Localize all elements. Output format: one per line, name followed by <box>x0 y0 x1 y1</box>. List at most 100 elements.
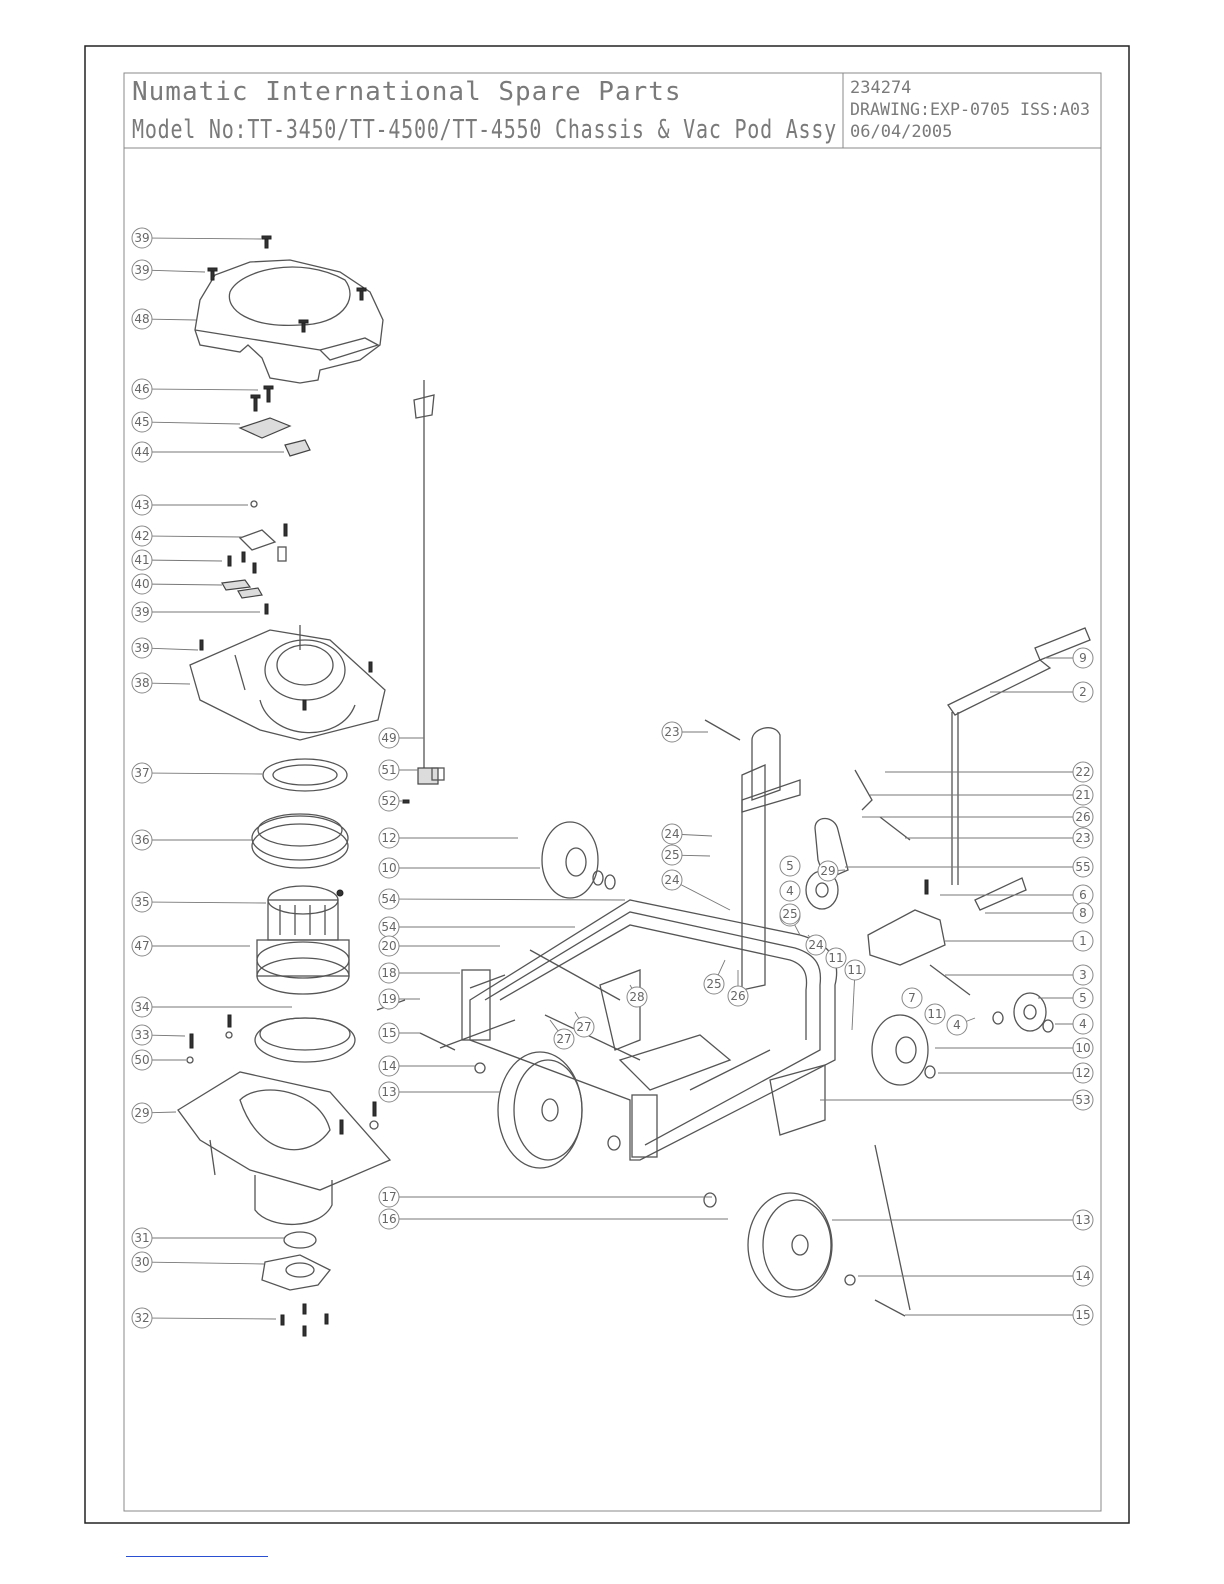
callout-circle <box>131 573 153 595</box>
callout-circle <box>1072 647 1094 669</box>
callout-18: 18 <box>378 962 460 984</box>
callout-circle <box>131 549 153 571</box>
callout-15: 15 <box>905 1304 1094 1326</box>
callout-28: 28 <box>626 984 648 1008</box>
callout-30: 30 <box>131 1251 265 1273</box>
callout-number: 50 <box>134 1053 149 1067</box>
callout-54: 54 <box>378 888 626 910</box>
leader-line <box>151 772 263 775</box>
callout-39: 39 <box>131 601 260 623</box>
callout-number: 27 <box>576 1020 591 1034</box>
callout-number: 19 <box>381 992 396 1006</box>
callout-number: 1 <box>1079 934 1087 948</box>
leader-line <box>151 1111 177 1114</box>
chassis-frame <box>461 727 838 1161</box>
leader-line <box>151 901 267 904</box>
callout-number: 40 <box>134 577 149 591</box>
terminal-blocks <box>238 417 311 457</box>
leader-line <box>574 1011 580 1019</box>
leader-line <box>151 535 243 538</box>
callout-26: 26 <box>727 970 749 1007</box>
callout-circle <box>378 857 400 879</box>
callout-26: 26 <box>862 806 1094 828</box>
callout-number: 46 <box>134 382 149 396</box>
callout-circle <box>1072 1089 1094 1111</box>
callout-circle <box>378 935 400 957</box>
callout-48: 48 <box>131 308 197 330</box>
callout-circle <box>131 1102 153 1124</box>
callout-circle <box>131 891 153 913</box>
callout-circle <box>378 827 400 849</box>
callout-54: 54 <box>378 916 575 938</box>
callout-circle <box>131 227 153 249</box>
leader-line <box>549 1019 559 1032</box>
callout-3: 3 <box>945 964 1094 986</box>
small-wheel-left <box>541 821 599 899</box>
callout-number: 6 <box>1079 888 1087 902</box>
callout-27: 27 <box>573 1011 595 1038</box>
callout-number: 25 <box>782 907 797 921</box>
leader-line <box>629 984 633 989</box>
callout-24: 24 <box>661 823 713 845</box>
callout-number: 39 <box>134 231 149 245</box>
callout-number: 5 <box>786 859 794 873</box>
callout-circle <box>131 829 153 851</box>
callout-40: 40 <box>131 573 223 595</box>
callout-46: 46 <box>131 378 259 400</box>
callout-circle <box>844 959 866 981</box>
callout-circle <box>131 525 153 547</box>
callout-circle <box>131 1251 153 1273</box>
callout-35: 35 <box>131 891 267 913</box>
callout-circle <box>553 1028 575 1050</box>
model-title: Model No:TT-3450/TT-4500/TT-4550 Chassis… <box>132 115 837 145</box>
callout-39: 39 <box>131 259 206 281</box>
callout-circle <box>131 672 153 694</box>
callout-51: 51 <box>378 759 418 781</box>
callout-circle <box>1072 1209 1094 1231</box>
footer-link-underline[interactable] <box>126 1556 268 1557</box>
leader-line <box>398 898 626 901</box>
callout-number: 26 <box>1075 810 1090 824</box>
callout-53: 53 <box>820 1089 1094 1111</box>
axles-and-handle <box>376 627 1091 1317</box>
wheels <box>474 821 1054 1298</box>
callout-circle <box>1072 964 1094 986</box>
callout-circle <box>131 1307 153 1329</box>
callout-number: 36 <box>134 833 149 847</box>
callout-19: 19 <box>378 988 420 1010</box>
callout-23: 23 <box>661 721 708 743</box>
callout-circle <box>131 378 153 400</box>
top-cover-part <box>194 259 384 384</box>
base-tray-part <box>177 1071 392 1226</box>
callout-circle <box>805 934 827 956</box>
callout-32: 32 <box>131 1307 277 1329</box>
callout-circle <box>1072 1062 1094 1084</box>
callout-number: 23 <box>664 725 679 739</box>
callout-circle <box>1072 806 1094 828</box>
callout-number: 29 <box>134 1106 149 1120</box>
callout-27: 27 <box>549 1019 575 1050</box>
callout-number: 39 <box>134 641 149 655</box>
callout-circle <box>661 721 683 743</box>
callout-number: 3 <box>1079 968 1087 982</box>
large-wheel-left <box>497 1051 583 1169</box>
callout-circle <box>378 888 400 910</box>
callout-number: 12 <box>381 831 396 845</box>
callout-22: 22 <box>885 761 1094 783</box>
callout-38: 38 <box>131 672 191 694</box>
leader-line <box>151 1261 265 1265</box>
leader-line <box>151 1034 186 1037</box>
leader-line <box>794 924 801 936</box>
callout-circle <box>779 880 801 902</box>
callout-number: 23 <box>1075 831 1090 845</box>
leader-line <box>151 237 263 240</box>
inner-border <box>123 72 1102 1512</box>
large-wheel-right <box>747 1192 833 1298</box>
callout-5: 5 <box>779 855 801 877</box>
callout-number: 11 <box>927 1007 942 1021</box>
callout-number: 12 <box>1075 1066 1090 1080</box>
leader-line <box>151 647 199 651</box>
callout-circle <box>779 903 801 925</box>
callout-number: 31 <box>134 1231 149 1245</box>
